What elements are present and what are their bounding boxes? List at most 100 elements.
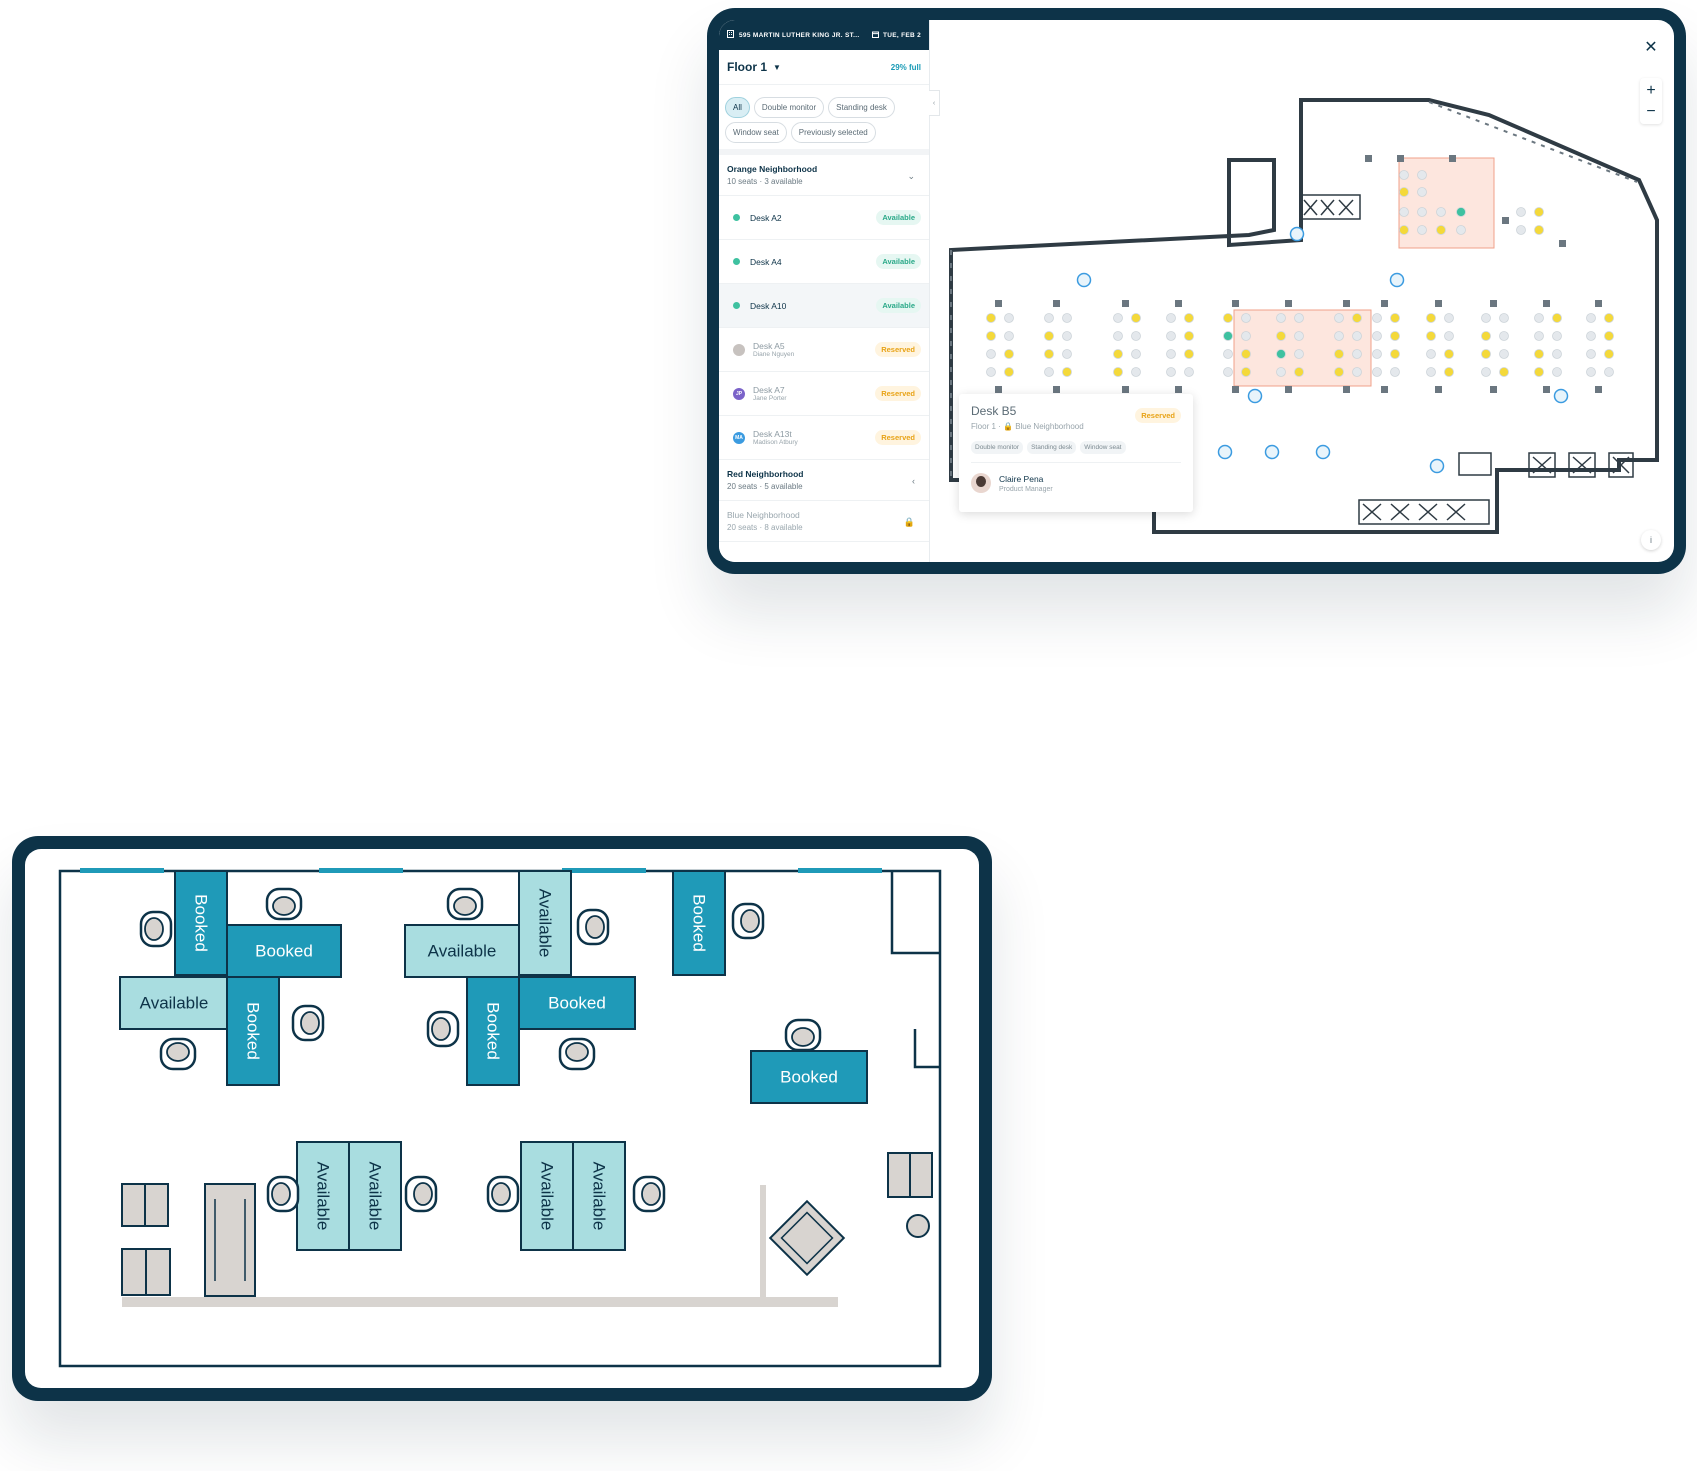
- desk-available[interactable]: Available: [518, 870, 572, 976]
- chair: [486, 1175, 520, 1213]
- seat-dot: [1113, 313, 1123, 323]
- furniture: [121, 1152, 933, 1297]
- desk-available[interactable]: Available: [348, 1141, 402, 1251]
- desk-status-label: Available: [428, 942, 497, 961]
- pillar: [1343, 300, 1350, 307]
- desk-booked[interactable]: Booked: [226, 924, 342, 978]
- neighborhood-stats: 20 seats · 8 available: [727, 523, 803, 532]
- tag: Window seat: [1080, 441, 1126, 454]
- sidebar-header: 595 MARTIN LUTHER KING JR. ST... TUE, FE…: [719, 20, 929, 50]
- pillar: [995, 300, 1002, 307]
- pillar: [1343, 386, 1350, 393]
- desk-status-label: Booked: [548, 994, 606, 1013]
- address-selector[interactable]: 595 MARTIN LUTHER KING JR. ST...: [727, 30, 872, 40]
- chair: [784, 1018, 822, 1052]
- filter-chip-previously-selected[interactable]: Previously selected: [790, 122, 876, 143]
- seat-dot: [1444, 367, 1454, 377]
- seat-dot: [1294, 331, 1304, 341]
- pillar: [1175, 386, 1182, 393]
- seat-dot: [1004, 349, 1014, 359]
- avatar: JP: [733, 387, 745, 400]
- seat-dot: [1499, 349, 1509, 359]
- info-icon[interactable]: i: [1641, 530, 1661, 550]
- desk-name: Desk A10: [750, 300, 787, 311]
- filter-chip-window-seat[interactable]: Window seat: [725, 122, 787, 143]
- desk-booked[interactable]: Booked: [174, 870, 228, 976]
- desk-row-a10[interactable]: Desk A10 Available: [719, 284, 929, 328]
- seat-dot: [1334, 367, 1344, 377]
- seat-dot: [1552, 367, 1562, 377]
- seat-dot: [1004, 313, 1014, 323]
- seat-dot: [1586, 349, 1596, 359]
- seat-dot: [1534, 313, 1544, 323]
- close-icon[interactable]: ✕: [1642, 38, 1660, 56]
- desk-row-a7[interactable]: JP Desk A7 Jane Porter Reserved: [719, 372, 929, 416]
- date-selector[interactable]: TUE, FEB 2: [871, 31, 921, 40]
- desk-status-label: Booked: [255, 942, 313, 961]
- plus-icon[interactable]: +: [1646, 82, 1656, 99]
- filter-chip-double-monitor[interactable]: Double monitor: [753, 97, 825, 118]
- minus-icon[interactable]: −: [1646, 103, 1656, 120]
- seat-dot: [1426, 331, 1436, 341]
- seat-dot: [1390, 331, 1400, 341]
- desk-booked[interactable]: Booked: [672, 870, 726, 976]
- seat-dot: [1113, 349, 1123, 359]
- seat-dot: [1131, 331, 1141, 341]
- neighborhood-name: Orange Neighborhood: [727, 164, 818, 174]
- seat-dot: [1586, 367, 1596, 377]
- desk-available[interactable]: Available: [520, 1141, 574, 1251]
- desk-available[interactable]: Available: [572, 1141, 626, 1251]
- building-icon: [727, 30, 734, 40]
- seat-dot: [1113, 331, 1123, 341]
- neighborhood-blue[interactable]: Blue Neighborhood 20 seats · 8 available…: [719, 501, 929, 542]
- seat-dot: [1184, 331, 1194, 341]
- desk-booked[interactable]: Booked: [518, 976, 636, 1030]
- seat-dot: [1444, 331, 1454, 341]
- desk-booked[interactable]: Booked: [226, 976, 280, 1086]
- filter-chip-all[interactable]: All: [725, 97, 750, 118]
- desk-row-a5[interactable]: Desk A5 Diane Nguyen Reserved: [719, 328, 929, 372]
- seat-dot: [1294, 313, 1304, 323]
- seat-dot: [1044, 367, 1054, 377]
- seat-dot: [1131, 367, 1141, 377]
- pillar: [1490, 300, 1497, 307]
- desk-booked[interactable]: Booked: [750, 1050, 868, 1104]
- seat-dot: [1004, 367, 1014, 377]
- desk-row-a13t[interactable]: MA Desk A13t Madison Atbury Reserved: [719, 416, 929, 460]
- elevator-bank: [1299, 194, 1361, 220]
- seat-dot: [1372, 349, 1382, 359]
- seat-dot: [1481, 313, 1491, 323]
- status-badge: Reserved: [875, 430, 921, 445]
- neighborhood-stats: 10 seats · 3 available: [727, 177, 803, 186]
- restroom-icon: [1315, 444, 1331, 460]
- desk-detail-card[interactable]: Desk B5 Floor 1 · 🔒 Blue Neighborhood Re…: [959, 394, 1193, 512]
- chair: [404, 1175, 438, 1213]
- seat-dot: [1390, 313, 1400, 323]
- seat-dot: [1223, 367, 1233, 377]
- lock-icon: 🔒: [903, 517, 915, 527]
- seat-dot: [1481, 367, 1491, 377]
- sidebar-collapse-button[interactable]: ‹: [929, 90, 940, 116]
- caret-down-icon: ▼: [773, 62, 781, 72]
- desk-row-a2[interactable]: Desk A2 Available: [719, 196, 929, 240]
- desk-booked[interactable]: Booked: [466, 976, 520, 1086]
- filter-chip-standing-desk[interactable]: Standing desk: [828, 97, 895, 118]
- desk-available[interactable]: Available: [296, 1141, 350, 1251]
- seat-dot: [1166, 313, 1176, 323]
- desk-available[interactable]: Available: [119, 976, 229, 1030]
- status-badge: Reserved: [875, 386, 921, 401]
- pillar: [1365, 155, 1372, 162]
- floor-selector[interactable]: Floor 1 ▼ 29% full: [719, 50, 929, 85]
- seat-dot: [1276, 367, 1286, 377]
- desk-person: Jane Porter: [753, 395, 787, 402]
- desk-available[interactable]: Available: [404, 924, 520, 978]
- seat-dot: [1399, 207, 1409, 217]
- desk-row-a4[interactable]: Desk A4 Available: [719, 240, 929, 284]
- neighborhood-red[interactable]: Red Neighborhood 20 seats · 5 available …: [719, 460, 929, 501]
- neighborhood-orange[interactable]: Orange Neighborhood 10 seats · 3 availab…: [719, 155, 929, 196]
- chair: [558, 1037, 596, 1071]
- seat-dot: [1399, 187, 1409, 197]
- pillar: [1381, 386, 1388, 393]
